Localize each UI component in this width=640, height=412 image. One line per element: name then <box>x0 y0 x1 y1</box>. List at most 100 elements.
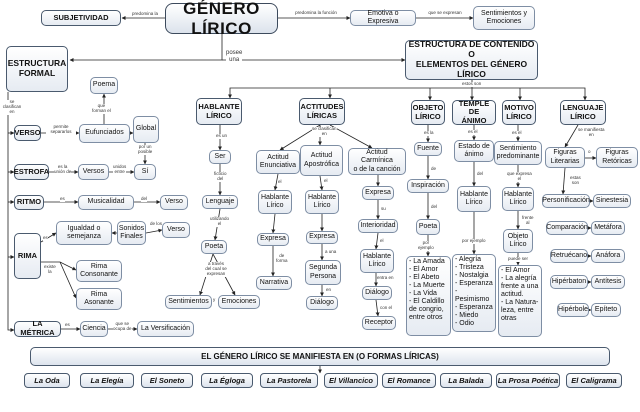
igualdad-box: Igualdad o semejanza <box>56 221 112 245</box>
se-clasifican-label: se clasifican en <box>0 99 24 115</box>
que-expresa-label: que expresa el <box>507 171 532 182</box>
segunda-persona-box: Segunda Persona <box>305 260 341 285</box>
es-label: es <box>60 196 65 202</box>
forma-la-prosa-poetica: La Prosa Poética <box>496 373 560 388</box>
a-una-label: a una <box>325 249 337 255</box>
figura-retruecano: Retruécano <box>550 249 588 263</box>
es-la-label: es la <box>424 130 434 136</box>
lenguaje-box: Lenguaje <box>202 195 238 209</box>
actitud-apostrofica-box: Actitud Apostrófica <box>300 145 343 176</box>
del-objeto-label: del <box>431 204 438 210</box>
ser-box: Ser <box>209 150 231 164</box>
es-la-union-label: es la unión de <box>54 164 72 175</box>
estado-animo-box: Estado de ánimo <box>454 140 494 162</box>
sentimientos-box: Sentimientos <box>165 295 212 309</box>
o-label: o <box>588 149 591 155</box>
emociones-box: Emociones <box>218 295 260 309</box>
inspiracion-box: Inspiración <box>407 179 449 193</box>
la-versificacion-box: La Versificación <box>137 321 194 337</box>
el-apostrofica-label: el <box>324 178 328 184</box>
la-metrica-box: LA MÉTRICA <box>14 320 61 337</box>
hablante-motivo-box: Hablante Lírico <box>502 187 534 211</box>
estas-son-label: estas son <box>570 175 581 186</box>
eufunciados-box: Eufunciados <box>79 124 130 143</box>
sentimiento-predominante-box: Sentimiento predominante <box>494 141 542 165</box>
forma-la-pastorela: La Pastorela <box>260 373 318 388</box>
poema-box: Poema <box>90 77 118 94</box>
de-forma-label: de forma <box>276 253 288 264</box>
narrativa-box: Narrativa <box>256 276 292 290</box>
lenguaje-lirico-title: LENGUAJE LÍRICO <box>560 100 606 125</box>
en-label: en <box>326 287 332 293</box>
musicalidad-box: Musicalidad <box>78 195 134 210</box>
es-rima-label: es <box>43 235 48 241</box>
poeta-objeto-box: Poeta <box>416 219 440 235</box>
objeto-motivo-box: Objeto Lírico <box>503 229 533 253</box>
a-traves-label: a través del cual se expresan <box>204 261 228 277</box>
es-el-temple-label: es el <box>468 129 478 135</box>
de-los-label: de los <box>150 221 163 227</box>
ciencia-box: Ciencia <box>80 321 108 337</box>
forma-el-caligrama: El Caligrama <box>566 373 622 388</box>
por-ejemplo-objeto-label: por ejemplo <box>418 240 434 251</box>
figuras-retoricas-box: Figuras Retóricas <box>596 147 638 168</box>
rima-asonante-box: Rima Asonante <box>76 288 122 310</box>
unidos-entre-label: unidos entre <box>113 164 127 175</box>
temple-animo-title: TEMPLE DE ÁNIMO <box>452 99 496 125</box>
figuras-literarias-box: Figuras Literarias <box>545 147 585 168</box>
fuente-box: Fuente <box>414 142 442 156</box>
y-label: y <box>213 297 216 303</box>
que-forman-label: que forman el <box>92 103 111 114</box>
hablante-lirico-title: HABLANTE LÍRICO <box>196 98 242 125</box>
que-se-expresan-label: que se expresan <box>424 10 466 16</box>
forma-la-oda: La Oda <box>24 373 70 388</box>
figura-metafora: Metáfora <box>591 221 625 235</box>
receptor-box: Receptor <box>362 316 396 330</box>
puede-ser-label: puede ser <box>508 256 529 262</box>
figura-hiperbole: Hipérbole <box>557 303 589 317</box>
si-box: Sí <box>134 164 156 180</box>
se-clasifican-actitudes-label: se clasifican en <box>312 126 337 137</box>
rima-consonante-box: Rima Consonante <box>76 260 122 282</box>
es-un-label: es un <box>216 133 228 139</box>
verso-box: VERSO <box>14 125 41 141</box>
figura-anafora: Anáfora <box>591 249 625 263</box>
forma-la-elegia: La Elegía <box>80 373 134 388</box>
entra-en-label: entra en <box>377 275 394 281</box>
posee-una-label: posee una <box>226 50 243 64</box>
actitud-carminica-box: Actitud Carmínica o de la canción <box>348 148 406 175</box>
figura-hiperbaton: Hipérbaton <box>550 275 588 289</box>
con-el-label: con el <box>380 305 393 311</box>
estrofa-box: ESTROFA <box>14 164 49 180</box>
estructura-formal-box: ESTRUCTURA FORMAL <box>6 46 68 92</box>
existe-la-label: existe la <box>44 264 56 275</box>
poeta-hablante-box: Poeta <box>201 240 227 254</box>
ficticio-label: ficticio del <box>214 171 227 182</box>
su-label: su <box>381 206 386 212</box>
frente-al-label: frente al <box>522 215 534 226</box>
hablante-carminica-box: Hablante Lírico <box>360 249 394 273</box>
permite-separar-label: permite separarlos <box>46 124 76 135</box>
figura-epiteto: Epíteto <box>591 303 621 317</box>
dialogo-carminica-box: Diálogo <box>362 286 392 300</box>
motivo-lirico-title: MOTIVO LÍRICO <box>502 100 536 125</box>
objeto-examples-list: - La Amada - El Amor - El Abeto - La Mue… <box>406 256 451 336</box>
dialogo-apostrofica-box: Diálogo <box>306 296 338 310</box>
figura-sinestesia: Sinestesia <box>593 194 631 208</box>
forma-la-egloga: La Égloga <box>201 373 253 388</box>
sentimientos-emociones-box: Sentimientos y Emociones <box>473 6 535 30</box>
verso-rima-box: Verso <box>162 222 190 238</box>
estructura-contenido-box: ESTRUCTURA DE CONTENIDO O ELEMENTOS DEL … <box>405 40 538 80</box>
del-label: del <box>141 196 148 202</box>
es-el-motivo-label: es el <box>512 130 522 136</box>
formas-liricas-bar: EL GÉNERO LÍRICO SE MANIFIESTA EN (O FOR… <box>30 347 610 366</box>
ritmo-box: RITMO <box>14 195 44 210</box>
figura-comparacion: Comparación <box>546 221 588 235</box>
motivo-examples-list: - El Amor - La alegría frente a una acti… <box>498 265 542 337</box>
sonidos-finales-box: Sonidos Finales <box>117 221 146 245</box>
forma-el-villancico: El Villancico <box>324 373 378 388</box>
es-metrica-label: es <box>65 322 70 328</box>
predomina-funcion-label: predomina la función <box>290 10 342 16</box>
temple-examples-list: - Alegría - Tristeza - Nostalgia - Esper… <box>452 254 496 332</box>
